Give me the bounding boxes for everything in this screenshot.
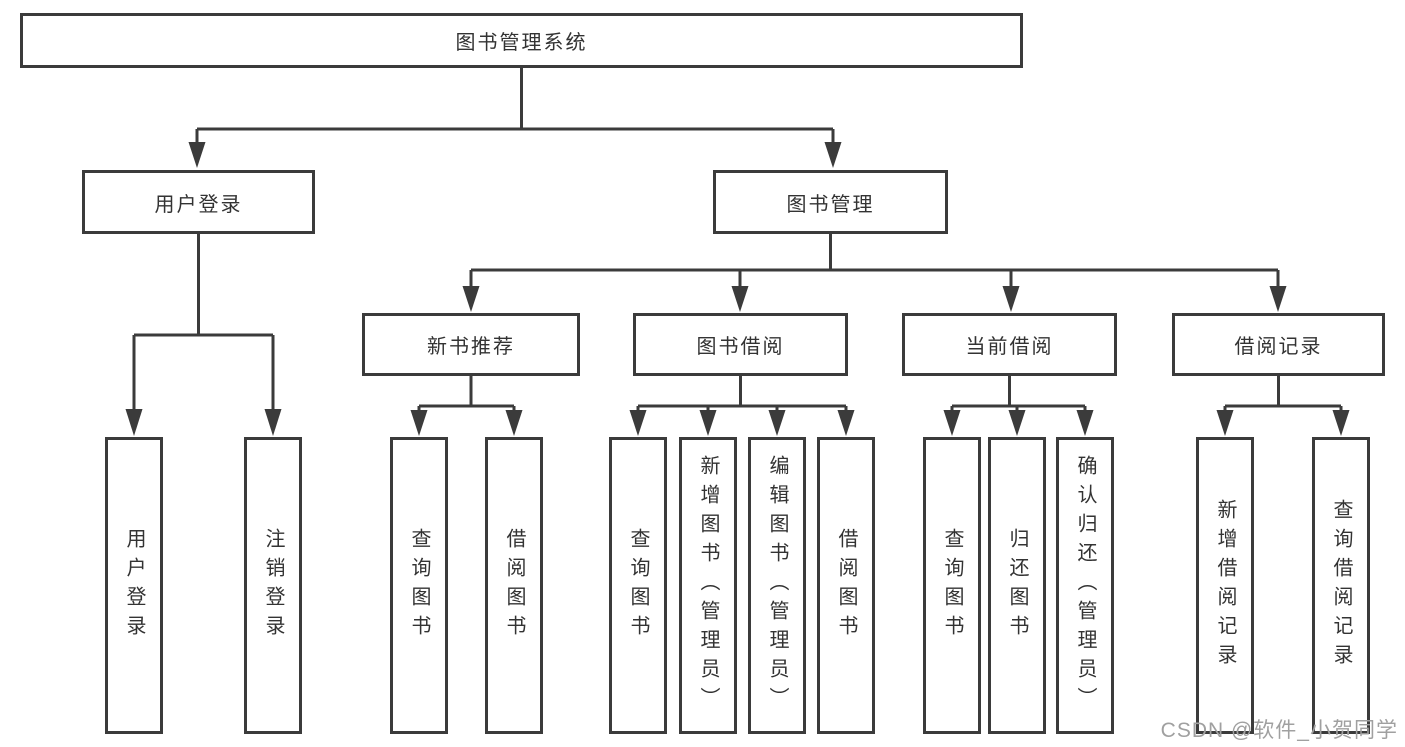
connector-new-book-recommend-to-leaves: [410, 376, 523, 436]
leaf-return-books: 归还图书: [988, 437, 1046, 734]
node-borrow-records-label: 借阅记录: [1234, 336, 1323, 358]
connector-borrow-records-to-leaves: [1216, 376, 1350, 436]
leaf-query-books-recommend: 查询图书: [390, 437, 448, 734]
node-book-borrowing: 图书借阅: [633, 313, 848, 376]
leaf-add-borrow-record: 新增借阅记录: [1196, 437, 1254, 734]
leaf-logout: 注销登录: [244, 437, 302, 734]
leaf-edit-book-admin-label: 编辑图书（管理员）: [766, 455, 788, 716]
connector-book-management-to-level3: [462, 234, 1287, 312]
connector-user-login-to-leaves: [125, 234, 282, 436]
leaf-user-login: 用户登录: [105, 437, 163, 734]
leaf-return-books-label: 归还图书: [1006, 527, 1028, 644]
leaf-confirm-return-admin-label: 确认归还（管理员）: [1074, 455, 1096, 716]
leaf-borrow-books-recommend: 借阅图书: [485, 437, 543, 734]
node-current-borrowing: 当前借阅: [902, 313, 1117, 376]
leaf-borrow-books-recommend-label: 借阅图书: [503, 527, 525, 644]
leaf-user-login-label: 用户登录: [123, 527, 145, 644]
node-book-borrowing-label: 图书借阅: [696, 336, 785, 358]
connector-root-to-level2: [188, 68, 842, 168]
leaf-query-borrow-record: 查询借阅记录: [1312, 437, 1370, 734]
connector-book-borrowing-to-leaves: [629, 376, 855, 436]
node-current-borrowing-label: 当前借阅: [965, 336, 1054, 358]
node-book-management: 图书管理: [713, 170, 948, 234]
leaf-edit-book-admin: 编辑图书（管理员）: [748, 437, 806, 734]
leaf-borrow-books-borrowing-label: 借阅图书: [835, 527, 857, 644]
node-borrow-records: 借阅记录: [1172, 313, 1385, 376]
leaf-add-book-admin-label: 新增图书（管理员）: [697, 455, 719, 716]
node-book-management-system-label: 图书管理系统: [455, 32, 588, 54]
csdn-watermark: CSDN @软件_小贺同学: [1160, 719, 1398, 742]
leaf-confirm-return-admin: 确认归还（管理员）: [1056, 437, 1114, 734]
leaf-borrow-books-borrowing: 借阅图书: [817, 437, 875, 734]
connector-current-borrowing-to-leaves: [943, 376, 1094, 436]
node-book-management-label: 图书管理: [786, 193, 875, 216]
leaf-query-books-recommend-label: 查询图书: [408, 527, 430, 644]
leaf-logout-label: 注销登录: [262, 527, 284, 644]
node-user-login: 用户登录: [82, 170, 315, 234]
leaf-query-books-current: 查询图书: [923, 437, 981, 734]
node-new-book-recommend: 新书推荐: [362, 313, 580, 376]
leaf-add-book-admin: 新增图书（管理员）: [679, 437, 737, 734]
leaf-add-borrow-record-label: 新增借阅记录: [1214, 498, 1236, 673]
leaf-query-borrow-record-label: 查询借阅记录: [1330, 498, 1352, 673]
node-book-management-system: 图书管理系统: [20, 13, 1023, 68]
node-new-book-recommend-label: 新书推荐: [427, 336, 515, 358]
leaf-query-books-borrowing: 查询图书: [609, 437, 667, 734]
leaf-query-books-current-label: 查询图书: [941, 527, 963, 644]
leaf-query-books-borrowing-label: 查询图书: [627, 527, 649, 644]
node-user-login-label: 用户登录: [154, 193, 243, 216]
